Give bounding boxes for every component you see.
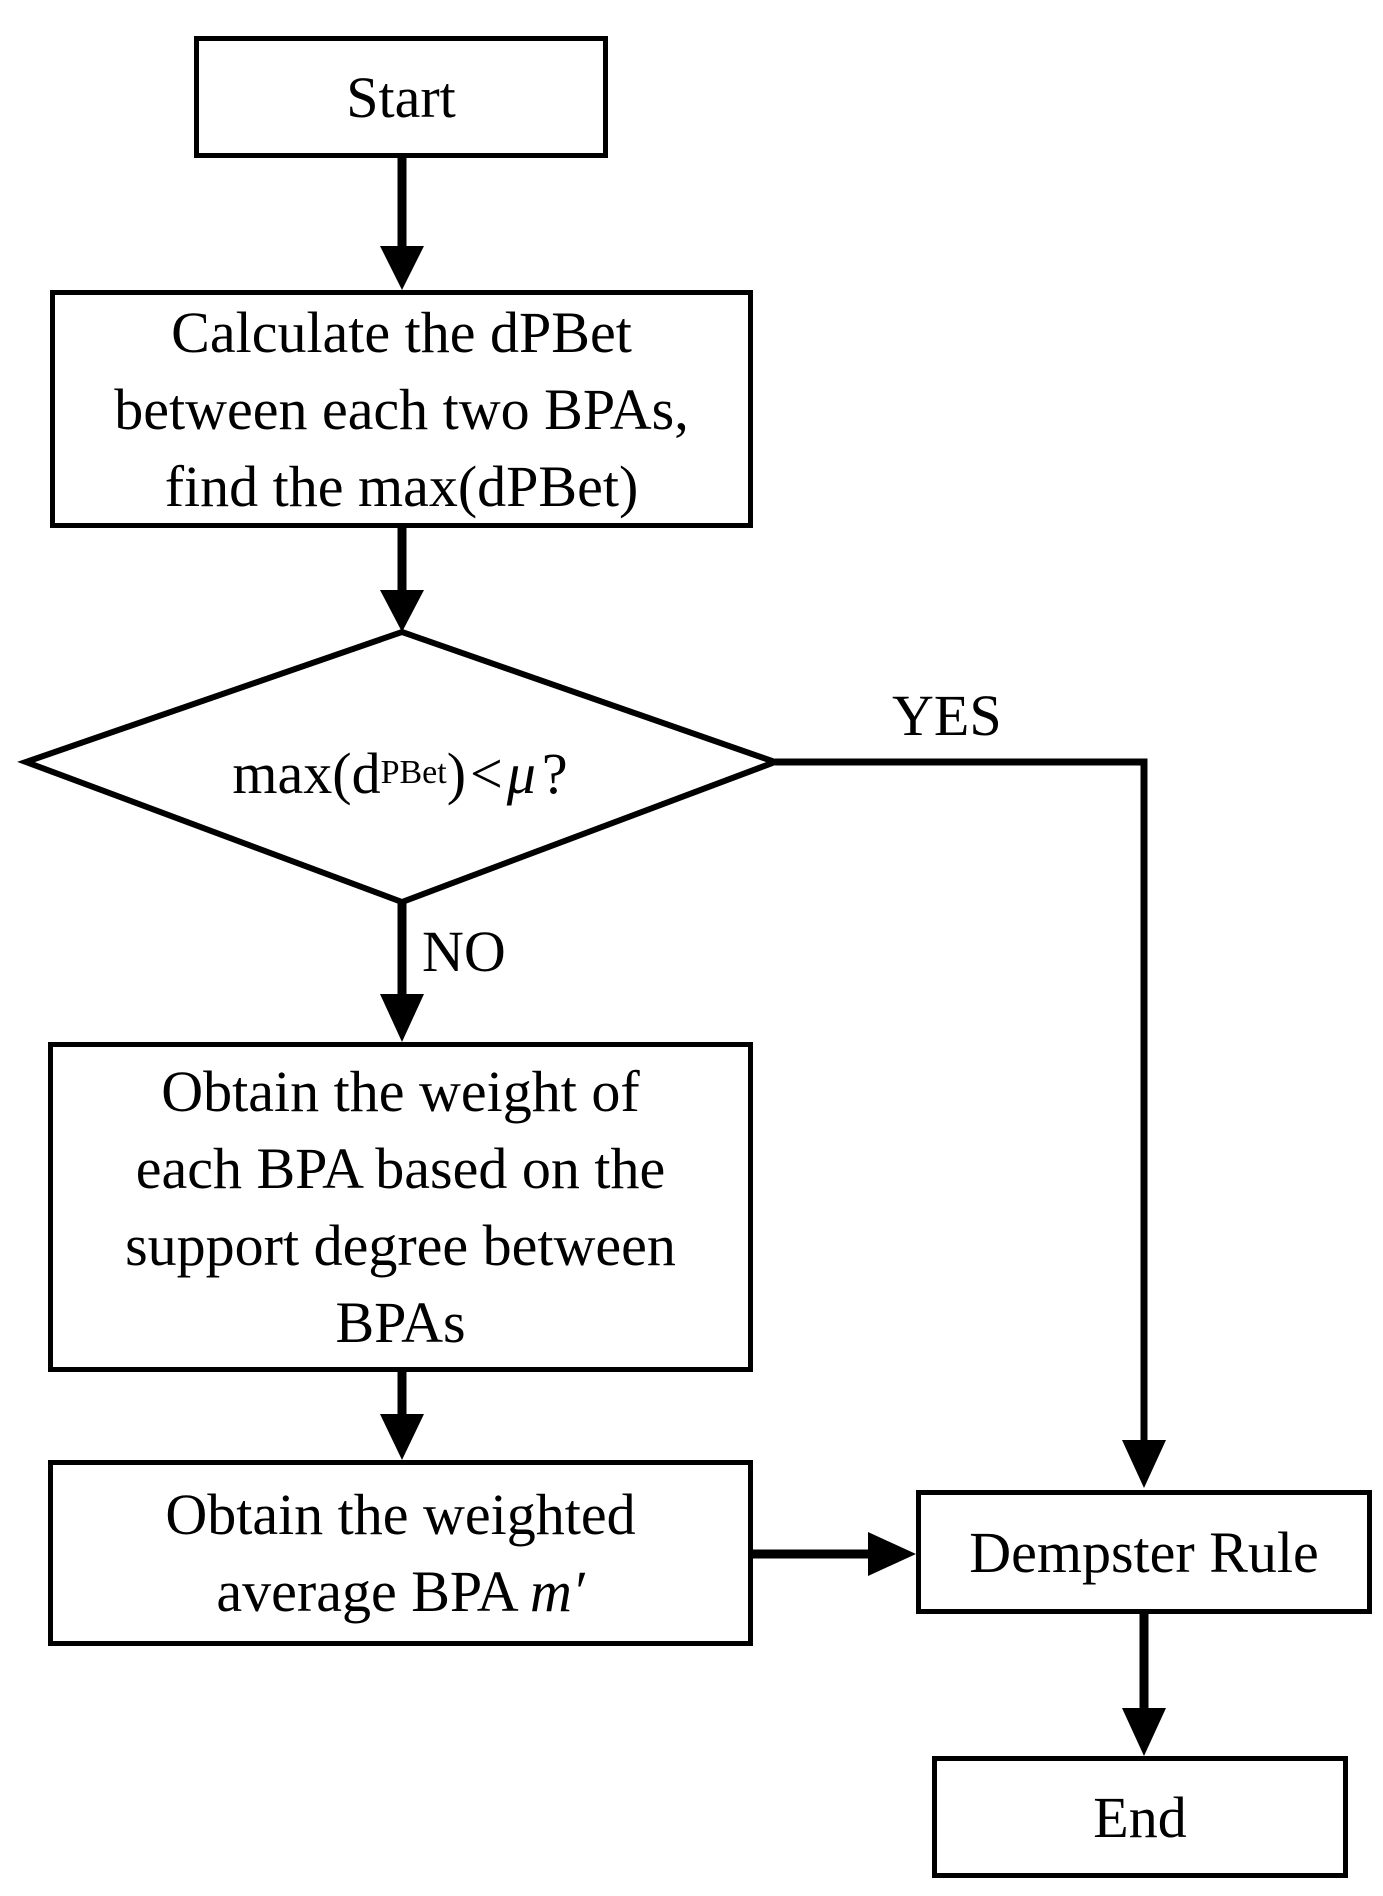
arrow-head-weight-average <box>380 1414 424 1460</box>
start-box: Start <box>194 36 608 158</box>
weight-line-2: each BPA based on the <box>135 1136 666 1201</box>
connector-decision-dempster <box>775 758 1148 1440</box>
arrow-head-start-calculate <box>380 246 424 290</box>
arrow-head-average-dempster <box>868 1532 916 1576</box>
calculate-line-1: Calculate the dPBet <box>171 299 632 365</box>
start-label: Start <box>346 64 456 130</box>
decision-prefix: max(d <box>232 740 381 806</box>
weighted-average-box: Obtain the weighted average BPA m′ <box>48 1460 753 1646</box>
end-box: End <box>932 1756 1348 1878</box>
obtain-weight-box: Obtain the weight of each BPA based on t… <box>48 1042 753 1372</box>
decision-comparator: < <box>470 740 503 806</box>
arrow-head-decision-weight <box>380 994 424 1042</box>
average-line-2-text: average BPA <box>216 1559 530 1624</box>
decision-question: ? <box>541 740 568 806</box>
average-symbol: m′ <box>530 1559 585 1624</box>
calculate-box: Calculate the dPBet between each two BPA… <box>50 290 753 528</box>
decision-suffix: ) <box>446 740 467 806</box>
arrow-head-decision-dempster <box>1122 1440 1166 1488</box>
decision-subscript: PBet <box>380 754 447 791</box>
no-label: NO <box>422 919 506 984</box>
calculate-line-2: between each two BPAs, <box>114 376 689 442</box>
dempster-label: Dempster Rule <box>969 1519 1319 1585</box>
average-line-1: Obtain the weighted <box>165 1482 636 1547</box>
weight-line-4: BPAs <box>335 1290 466 1355</box>
weight-line-3: support degree between <box>125 1213 676 1278</box>
decision-symbol: μ <box>506 740 536 806</box>
arrow-head-calculate-decision <box>380 590 424 632</box>
dempster-box: Dempster Rule <box>916 1490 1372 1614</box>
arrow-head-dempster-end <box>1122 1708 1166 1756</box>
weight-line-1: Obtain the weight of <box>161 1059 640 1124</box>
calculate-line-3: find the max(dPBet) <box>164 453 639 519</box>
end-label: End <box>1093 1784 1187 1850</box>
average-line-2: average BPA m′ <box>216 1553 584 1630</box>
yes-label: YES <box>892 683 1002 748</box>
